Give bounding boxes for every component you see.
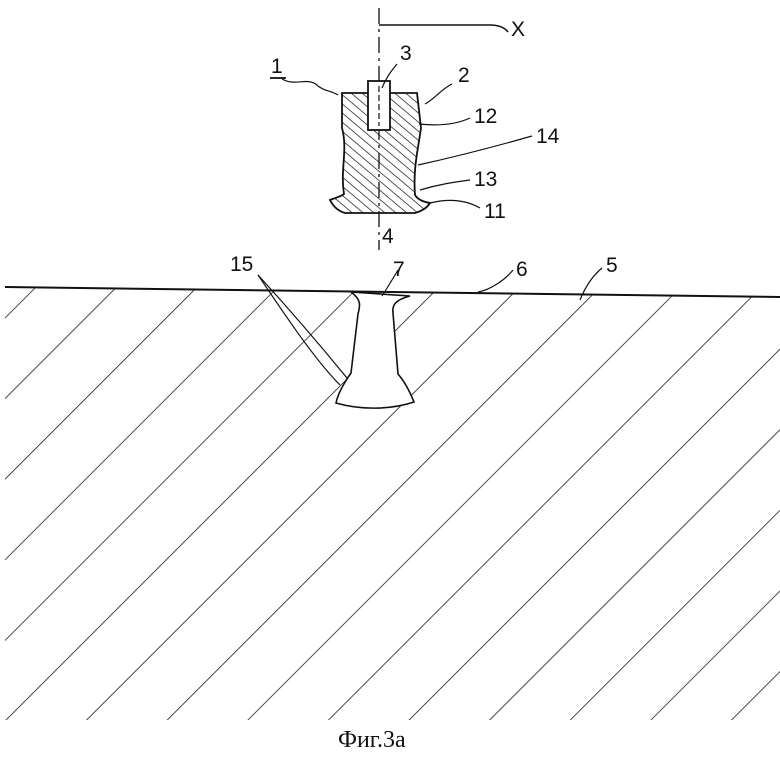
label-2: 2 [458,64,470,87]
leader-2 [425,84,452,104]
label-12: 12 [474,105,497,128]
label-3: 3 [400,42,412,65]
label-14: 14 [536,125,560,148]
label-4: 4 [382,225,394,248]
stud-part [330,81,430,213]
leader-14 [418,136,532,165]
leader-lines [282,64,602,300]
label-6: 6 [516,258,528,281]
axis-x-leader [379,25,508,32]
leader-12 [419,118,470,125]
leader-13 [420,180,470,190]
leader-11 [430,200,480,208]
axis-label: X [511,18,525,41]
label-7: 7 [393,258,405,281]
label-15: 15 [230,253,253,276]
label-11: 11 [484,200,506,223]
label-13: 13 [474,168,497,191]
leader-1 [282,79,338,95]
figure-caption: Фиг.3а [338,727,406,753]
label-5: 5 [606,254,618,277]
label-1: 1 [271,55,283,78]
leader-6 [478,270,513,292]
